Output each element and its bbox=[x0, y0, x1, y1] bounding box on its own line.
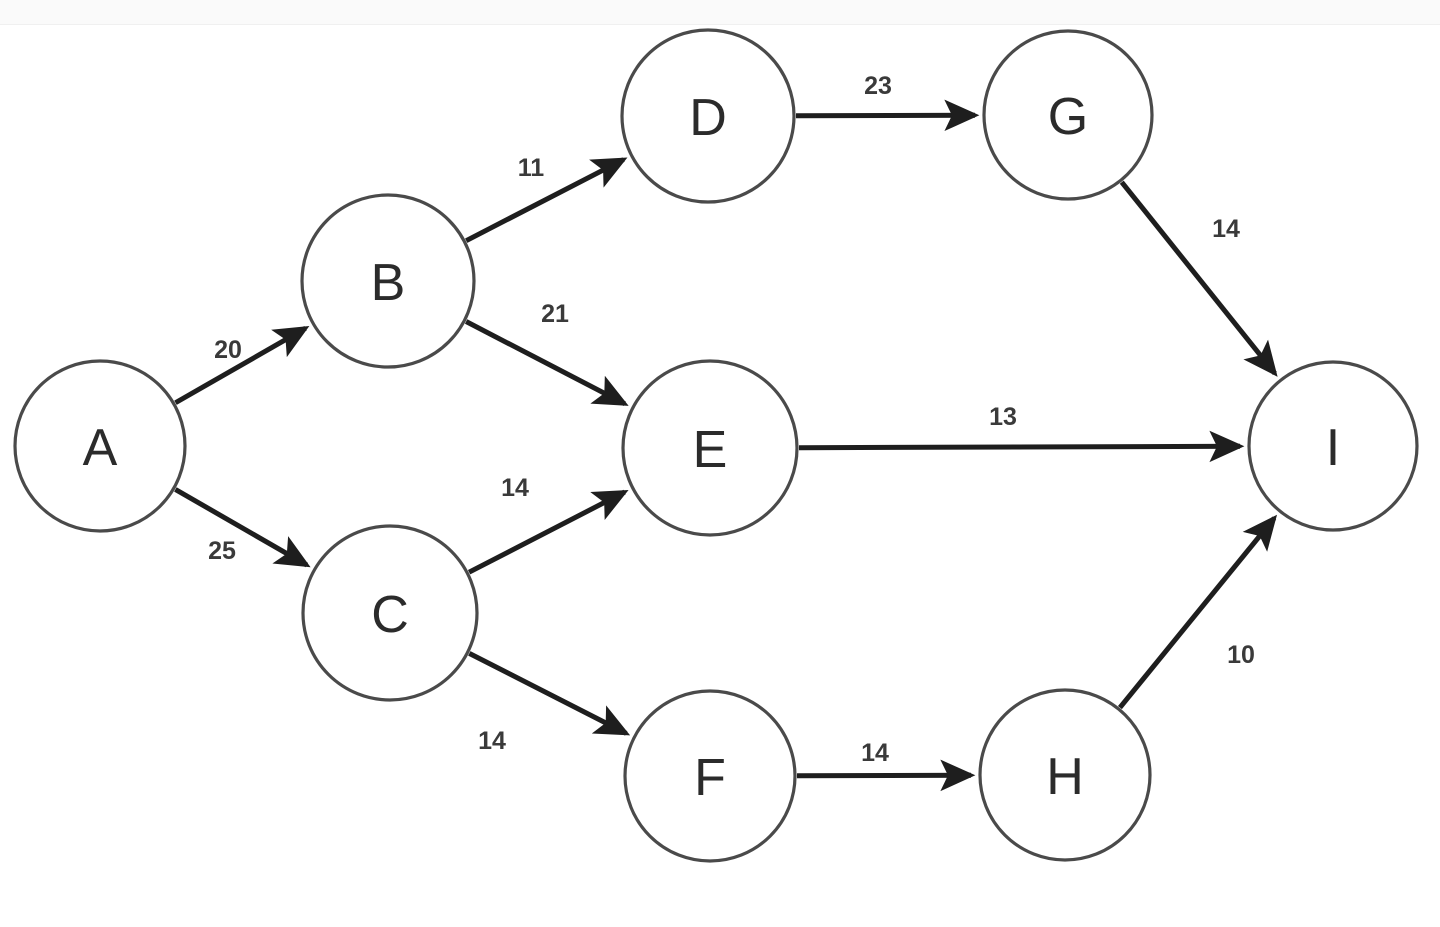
node-f[interactable]: F bbox=[623, 689, 797, 863]
node-circle-i[interactable] bbox=[1247, 360, 1419, 532]
edge-weight-a-c: 25 bbox=[208, 537, 236, 565]
node-b[interactable]: B bbox=[300, 193, 476, 369]
node-circle-f[interactable] bbox=[623, 689, 797, 863]
edge-a-to-c[interactable] bbox=[174, 487, 311, 568]
node-a[interactable]: A bbox=[13, 359, 187, 533]
node-h[interactable]: H bbox=[978, 688, 1152, 862]
edge-e-to-i[interactable] bbox=[798, 430, 1245, 463]
node-i[interactable]: I bbox=[1247, 360, 1419, 532]
edge-h-to-i[interactable] bbox=[1118, 514, 1278, 710]
node-e[interactable]: E bbox=[621, 359, 799, 537]
node-circle-b[interactable] bbox=[300, 193, 476, 369]
edge-c-to-e[interactable] bbox=[467, 489, 629, 575]
edge-weight-b-d: 11 bbox=[518, 154, 545, 182]
edge-weight-d-g: 23 bbox=[864, 72, 892, 100]
edge-weight-g-i: 14 bbox=[1212, 215, 1240, 243]
node-circle-c[interactable] bbox=[301, 524, 479, 702]
node-label-h: H bbox=[1046, 748, 1084, 806]
edge-weight-a-b: 20 bbox=[214, 336, 242, 364]
node-label-d: D bbox=[689, 89, 727, 147]
top-background-band bbox=[0, 0, 1440, 25]
edge-b-to-d[interactable] bbox=[465, 157, 628, 243]
edge-g-to-i[interactable] bbox=[1119, 180, 1278, 377]
edge-weight-h-i: 10 bbox=[1227, 641, 1255, 669]
node-label-f: F bbox=[694, 749, 726, 807]
node-g[interactable]: G bbox=[982, 29, 1154, 201]
node-c[interactable]: C bbox=[301, 524, 479, 702]
node-label-a: A bbox=[83, 419, 118, 477]
node-label-e: E bbox=[693, 421, 728, 479]
node-circle-e[interactable] bbox=[621, 359, 799, 537]
node-circle-g[interactable] bbox=[982, 29, 1154, 201]
node-label-b: B bbox=[371, 254, 406, 312]
edge-weight-e-i: 13 bbox=[989, 403, 1017, 431]
node-circle-a[interactable] bbox=[13, 359, 187, 533]
edge-weight-f-h: 14 bbox=[861, 739, 889, 767]
edge-weight-b-e: 21 bbox=[541, 300, 569, 328]
node-circle-d[interactable] bbox=[620, 28, 796, 204]
node-circle-h[interactable] bbox=[978, 688, 1152, 862]
edge-c-to-f[interactable] bbox=[468, 651, 631, 736]
edges-layer bbox=[174, 99, 1278, 792]
node-label-g: G bbox=[1048, 88, 1088, 146]
edge-b-to-e[interactable] bbox=[464, 319, 629, 407]
nodes-layer: A B C D E F G H I bbox=[13, 28, 1419, 863]
node-label-c: C bbox=[371, 586, 409, 644]
node-d[interactable]: D bbox=[620, 28, 796, 204]
edge-weight-c-f: 14 bbox=[478, 727, 506, 755]
edge-a-to-b[interactable] bbox=[174, 326, 310, 405]
node-label-i: I bbox=[1326, 419, 1340, 477]
edge-weight-c-e: 14 bbox=[501, 474, 529, 502]
edge-labels-layer: 20 25 11 21 14 14 23 13 14 14 10 bbox=[208, 72, 1255, 767]
